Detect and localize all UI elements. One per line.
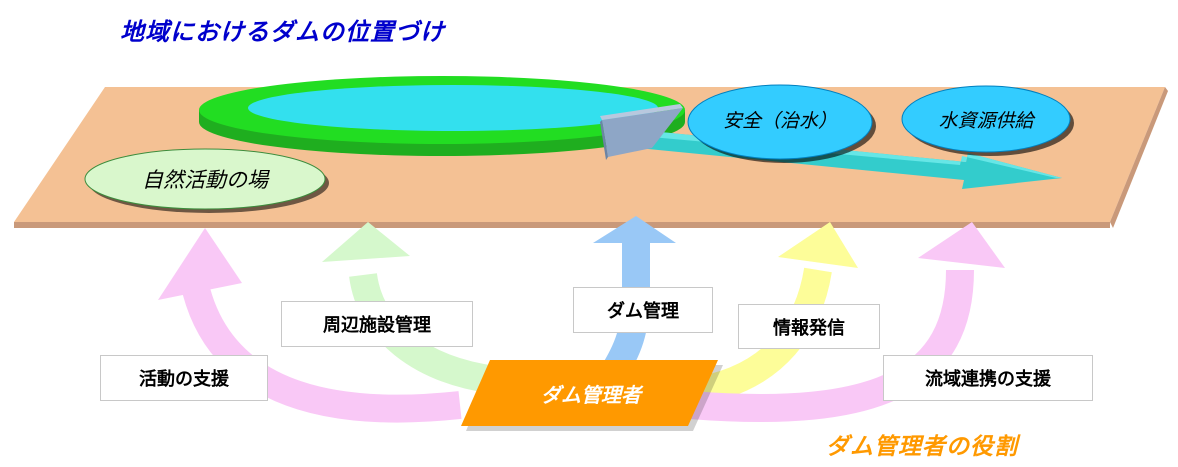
- dam-block: [600, 104, 683, 160]
- bubble-nature-label: 自然活動の場: [142, 168, 268, 192]
- role-dam-management: ダム管理: [573, 287, 713, 333]
- bubble-nature: [84, 148, 329, 213]
- bubble-water-supply-label: 水資源供給: [938, 110, 1034, 132]
- reservoir: [199, 76, 685, 156]
- bubble-water-supply: [901, 85, 1074, 156]
- role-activity-support: 活動の支援: [100, 355, 268, 401]
- dam-manager-label: ダム管理者: [541, 382, 641, 407]
- dam-manager-shape: [461, 360, 723, 431]
- footer-caption: ダム管理者の役割: [826, 434, 1018, 460]
- bubble-safety-label: 安全（治水）: [722, 110, 837, 132]
- page-title: 地域におけるダムの位置づけ: [120, 18, 445, 46]
- role-facility-management: 周辺施設管理: [281, 301, 473, 347]
- bubble-safety: [687, 84, 876, 163]
- arrow-activity-support: [158, 228, 462, 423]
- role-information: 情報発信: [738, 304, 880, 349]
- role-basin-cooperation: 流域連携の支援: [883, 355, 1093, 401]
